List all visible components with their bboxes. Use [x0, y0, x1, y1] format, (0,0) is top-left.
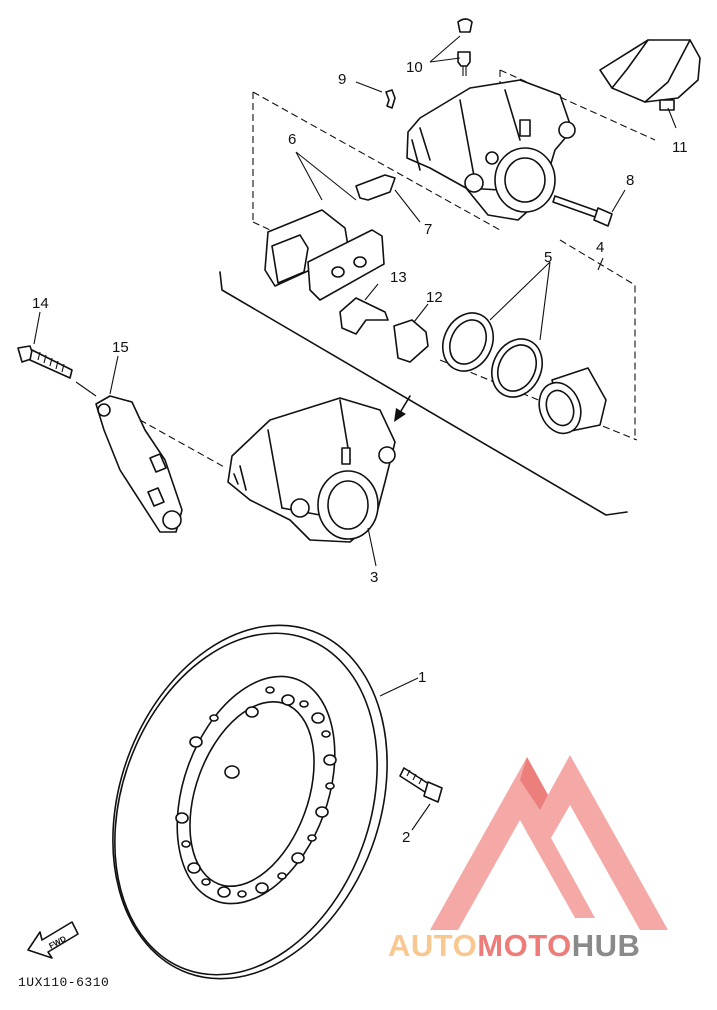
callout-14: 14 — [32, 295, 49, 312]
watermark-auto: AUTO — [388, 928, 477, 963]
watermark-moto: MOTO — [477, 928, 571, 963]
callout-3: 3 — [370, 569, 378, 586]
callout-4: 4 — [596, 239, 604, 256]
caliper-bracket-part — [75, 355, 227, 533]
watermark-text: AUTOMOTOHUB — [388, 928, 640, 963]
callout-2: 2 — [402, 829, 410, 846]
pad-shim-part — [339, 283, 429, 363]
callout-1: 1 — [418, 669, 426, 686]
piston-part — [538, 257, 607, 435]
pad-pin-clip-part — [355, 81, 396, 109]
forward-arrow-icon: FWD — [27, 921, 79, 959]
caliper-body-part — [227, 397, 396, 567]
callout-7: 7 — [424, 221, 432, 238]
callout-11: 11 — [672, 139, 688, 156]
caliper-bolt-part — [552, 189, 626, 227]
callout-13: 13 — [390, 269, 407, 286]
callout-10: 10 — [406, 59, 423, 76]
caliper-cover-part — [599, 39, 701, 129]
callout-9: 9 — [338, 71, 346, 88]
watermark-logo-icon — [430, 755, 668, 930]
callout-12: 12 — [426, 289, 443, 306]
brake-pads-part — [264, 151, 385, 301]
watermark-hub: HUB — [572, 928, 641, 963]
callout-5: 5 — [544, 249, 552, 266]
diagram-code: 1UX110-6310 — [18, 975, 109, 990]
disc-bolt-part — [399, 767, 443, 831]
callout-6: 6 — [288, 131, 296, 148]
piston-seals-part — [442, 261, 551, 398]
caliper-assembly-upper — [406, 79, 576, 221]
bracket-bolt-part — [17, 311, 73, 379]
callout-15: 15 — [112, 339, 129, 356]
brake-disc-part — [112, 624, 419, 980]
callout-8: 8 — [626, 172, 634, 189]
pad-spring-part — [355, 174, 421, 223]
bleed-screw-part — [429, 18, 473, 76]
assembly-arrow-icon — [394, 395, 411, 422]
